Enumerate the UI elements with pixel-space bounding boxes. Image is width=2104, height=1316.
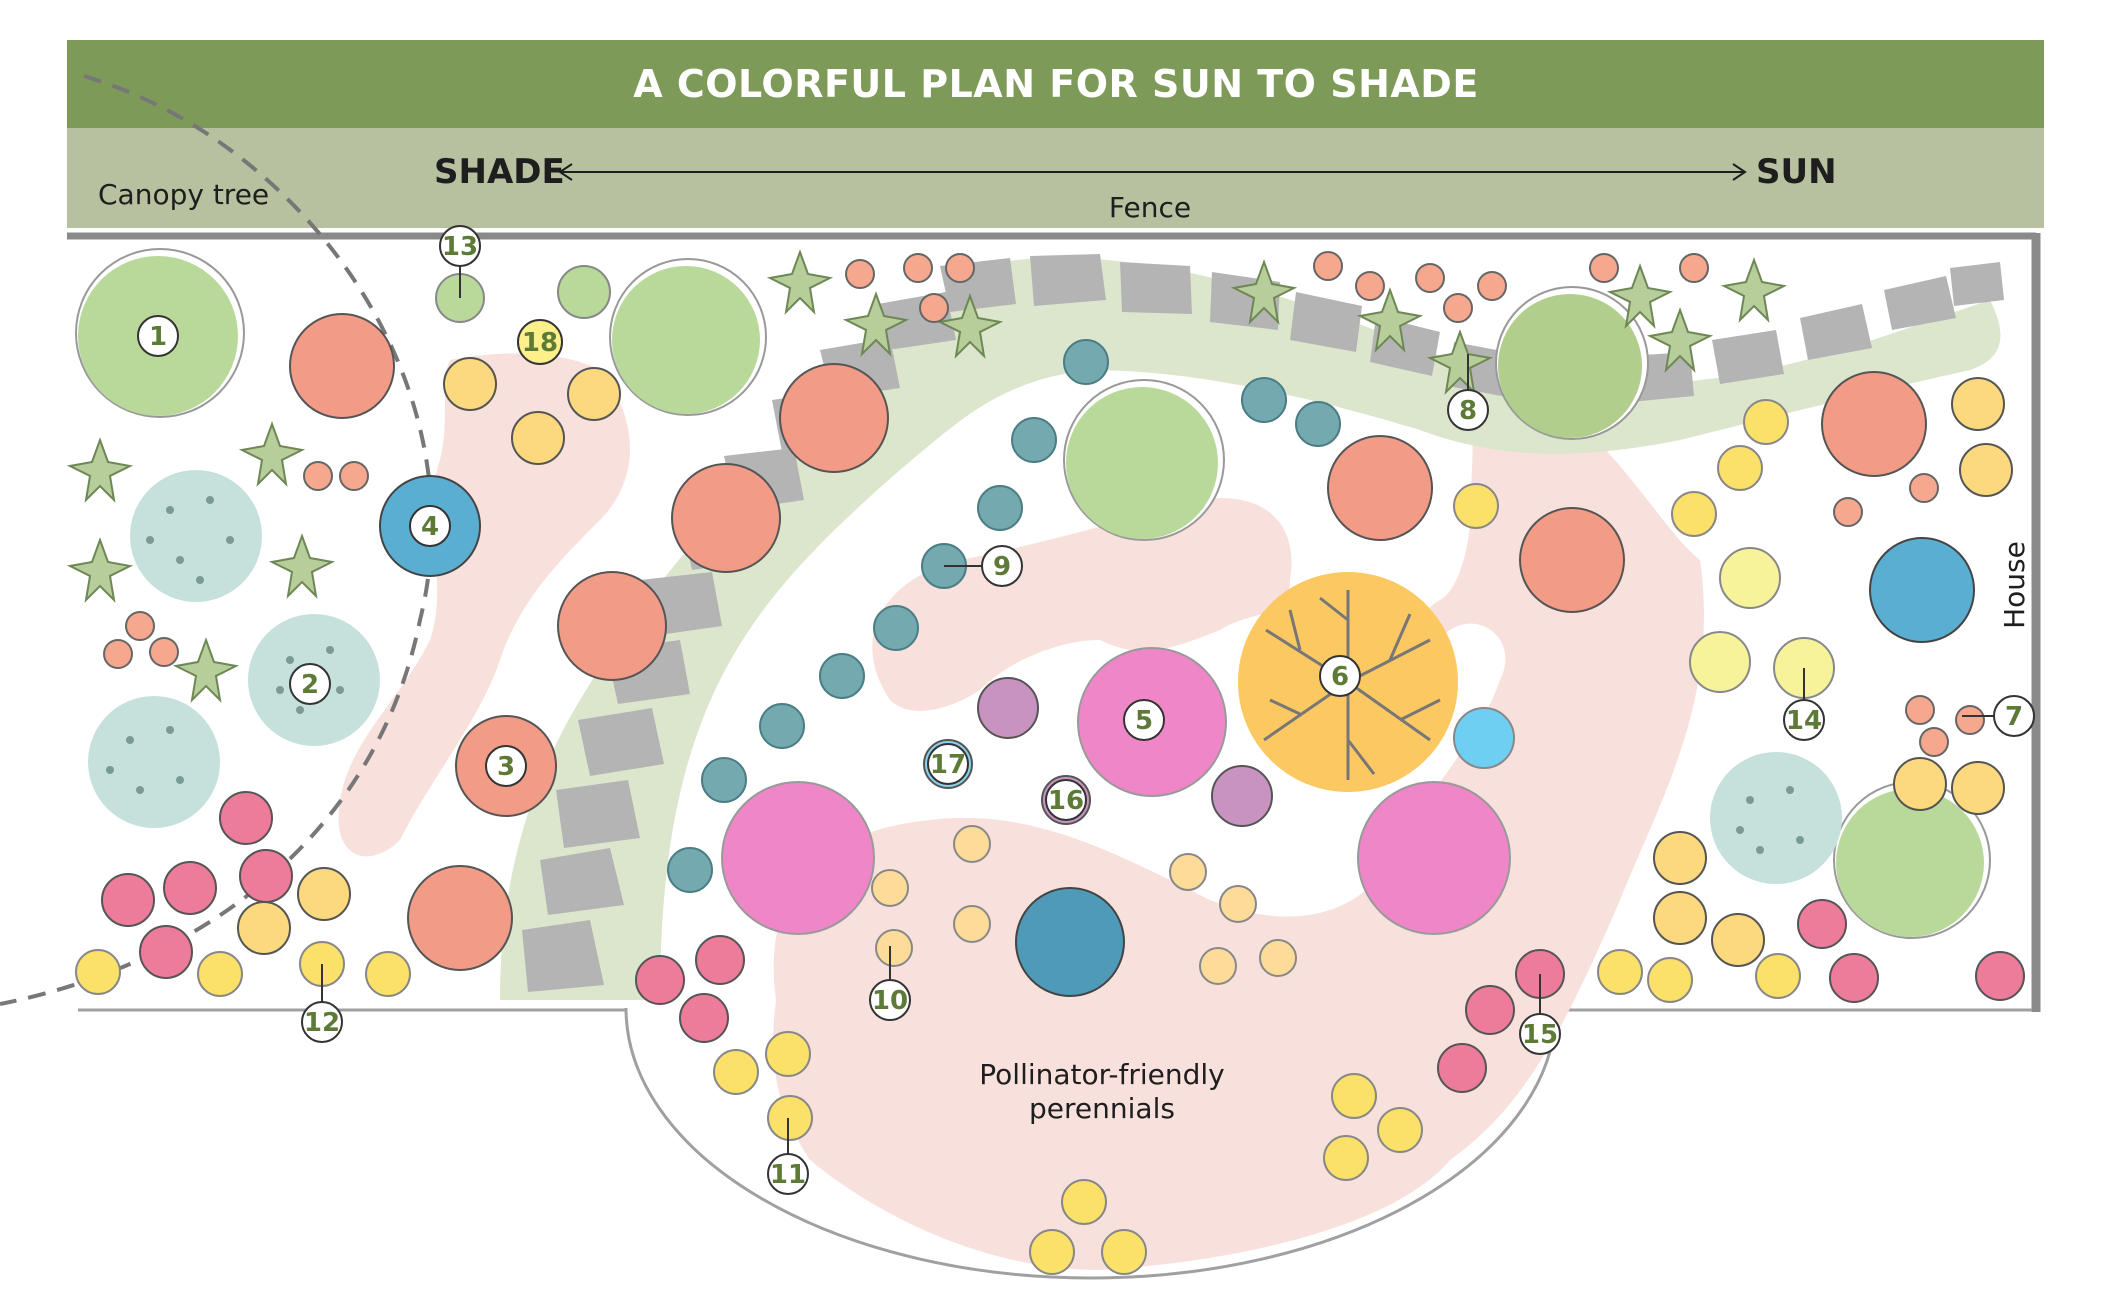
house-label: House [1998,541,2031,629]
callout-3: 3 [485,745,527,787]
svg-text:8: 8 [1459,396,1477,426]
svg-text:5: 5 [1135,706,1153,736]
speckled-shrub-icon [88,470,1842,884]
callout-14: 14 [1783,668,1825,741]
callout-2: 2 [289,663,331,705]
sun-shade-arrow [558,163,1747,181]
perennial-bed [338,350,1704,1270]
teal-dots [667,339,1341,893]
svg-text:17: 17 [930,750,966,780]
callout-16: 16 [1045,779,1087,821]
salmon-dots [103,251,1985,757]
svg-text:10: 10 [872,986,908,1016]
svg-text:4: 4 [421,512,439,542]
direction-bar [67,128,2044,228]
callout-9: 9 [944,545,1023,587]
canopy-tree-label: Canopy tree [98,178,269,211]
callout-8: 8 [1447,354,1489,431]
svg-text:15: 15 [1522,1020,1558,1050]
callout-11: 11 [767,1118,809,1195]
callout-1: 1 [137,315,179,357]
sun-label: SUN [1756,152,1837,192]
fence-label: Fence [1109,191,1191,224]
svg-text:12: 12 [304,1008,340,1038]
callout-10: 10 [869,946,911,1021]
callout-5: 5 [1123,699,1165,741]
round-perennial-pale [871,825,1297,985]
svg-text:11: 11 [770,1160,806,1190]
svg-text:16: 16 [1048,786,1084,816]
page-title: A COLORFUL PLAN FOR SUN TO SHADE [633,62,1479,106]
star-grass-icon [66,249,1788,703]
perennials-label-line2: perennials [1029,1092,1175,1125]
callout-12: 12 [301,964,343,1043]
callout-6: 6 [1319,655,1361,697]
round-perennial-icon [237,357,2013,967]
callout-15: 15 [1519,974,1561,1055]
svg-text:6: 6 [1331,662,1349,692]
svg-text:2: 2 [301,670,319,700]
callout-17: 17 [927,743,969,785]
svg-text:9: 9 [993,552,1011,582]
svg-text:1: 1 [149,322,167,352]
perennials-label-line1: Pollinator-friendly [979,1058,1224,1091]
shade-label: SHADE [434,152,565,192]
canopy-tree-outline [0,74,434,1006]
svg-text:18: 18 [522,328,558,358]
spiky-flower-icon [289,313,1927,971]
callout-13: 13 [439,225,481,298]
callout-7: 7 [1962,695,2035,737]
pink-perennial-icon [101,791,2025,1093]
callout-18: 18 [517,319,563,365]
callout-4: 4 [409,505,451,547]
svg-text:14: 14 [1786,706,1822,736]
svg-text:3: 3 [497,752,515,782]
callouts: 1 2 3 4 5 6 7 8 9 10 11 12 13 14 15 16 1… [137,225,2035,1195]
svg-text:7: 7 [2005,702,2023,732]
svg-text:13: 13 [442,232,478,262]
title-bar [67,40,2044,128]
